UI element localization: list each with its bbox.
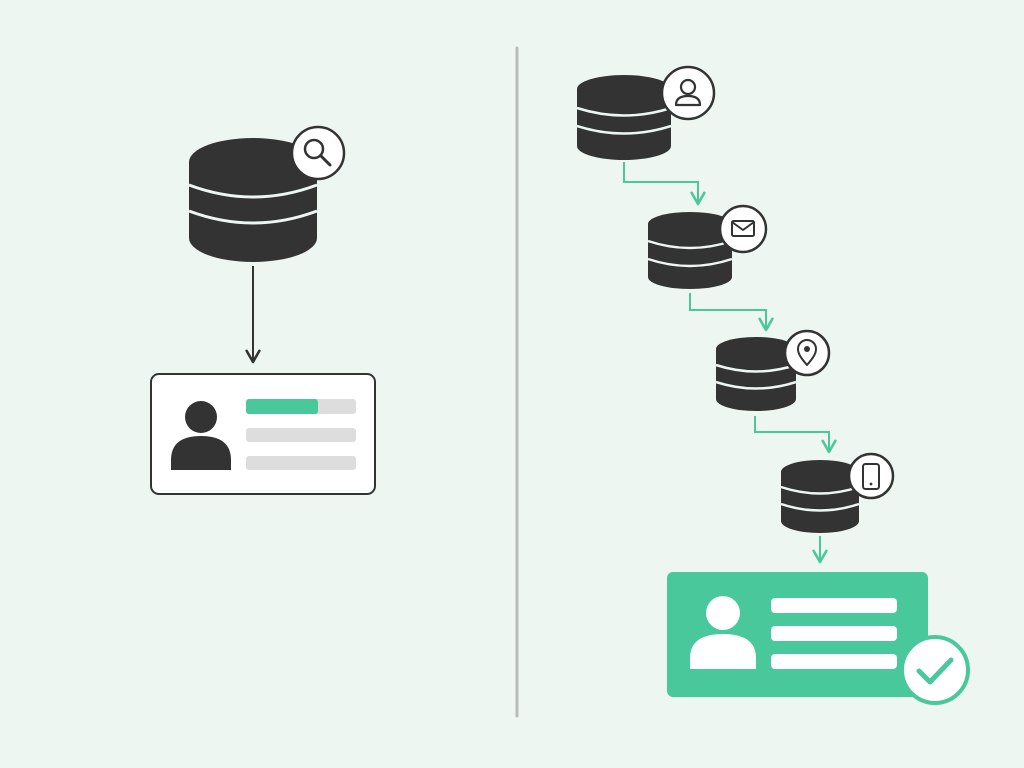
profile-field-progress [246,399,318,414]
user-silhouette-icon [690,596,756,669]
profile-field-line [246,428,356,442]
phone-icon [847,452,895,500]
mail-icon [718,204,768,254]
database-icon [715,337,797,411]
profile-field-line [771,654,897,669]
checkmark-icon [900,635,970,705]
user-silhouette-icon [171,401,231,470]
right-panel [576,65,970,705]
flow-connector [623,162,706,206]
profile-card [150,373,376,495]
profile-field-line [771,626,897,641]
search-icon [290,125,346,181]
enriched-profile-card [667,572,970,705]
database-icon [780,460,860,533]
profile-field-line [246,456,356,470]
database-icon [647,212,733,289]
location-pin-icon [783,329,831,377]
left-panel [150,125,376,495]
profile-field-line [771,598,897,613]
user-icon [660,65,716,121]
flow-connector [754,416,837,454]
database-icon [576,75,672,160]
flow-connector [689,293,774,332]
database-icon [188,138,318,262]
